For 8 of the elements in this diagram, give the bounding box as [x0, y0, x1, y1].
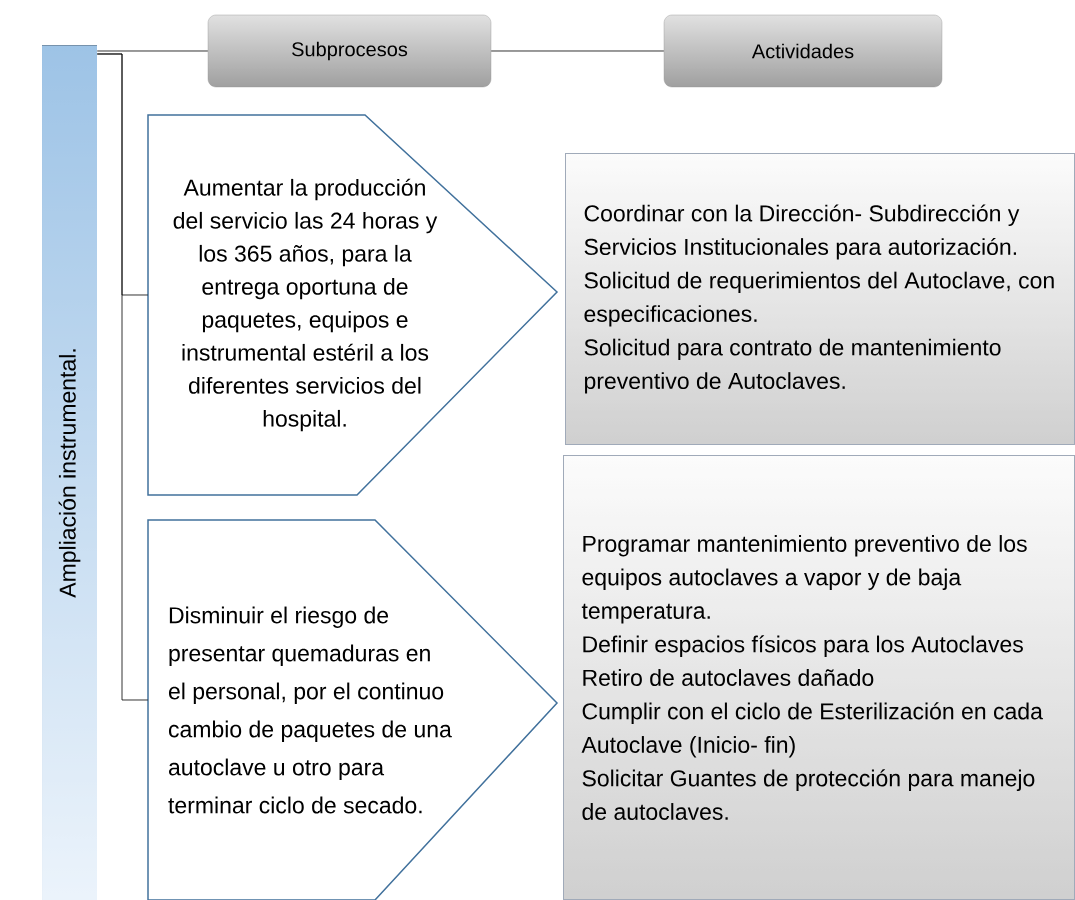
activity-box: Programar mantenimiento preventivo de los equipos autoclaves a vapor y de baja temperatura. Definir espacios físicos para los Autoclaves Retiro de autoclaves dañado Cumplir con el ciclo de Esterilización en cada Autoclave (Inicio- fin) Solicitar Guantes de protección para manejo de autoclaves.	[563, 455, 1075, 900]
header-button: Subprocesos	[207, 14, 492, 88]
header-button: Actividades	[663, 14, 943, 88]
side-bar: Ampliación instrumental.	[42, 45, 97, 900]
connector-line	[490, 50, 665, 52]
activity-box: Coordinar con la Dirección- Subdirección y Servicios Institucionales para autorización. Solicitud de requerimientos del Autoclave, con especificaciones. Solicitud para contrato de mantenimiento preventivo de Autoclaves.	[565, 153, 1075, 445]
connector-line	[96, 50, 209, 52]
connector-line	[96, 53, 149, 701]
